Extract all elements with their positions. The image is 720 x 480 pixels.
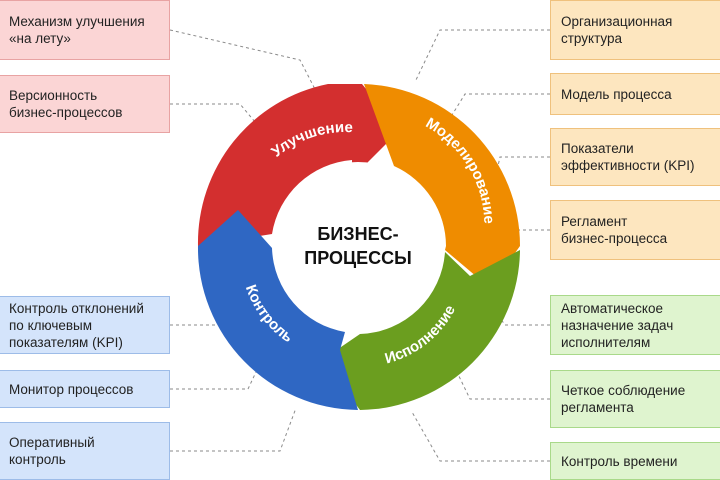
note-modeling-process-model: Модель процесса: [550, 73, 720, 115]
note-modeling-kpi: Показатели эффективности (KPI): [550, 128, 720, 186]
center-title-line2: ПРОЦЕССЫ: [304, 248, 411, 268]
note-control-kpi-deviation: Контроль отклонений по ключевым показате…: [0, 296, 170, 354]
segment-improvement: [197, 84, 400, 246]
connector-execution-1: [497, 314, 550, 326]
connector-improvement-1: [169, 29, 319, 96]
connector-execution-3: [411, 411, 550, 462]
connector-modeling-2: [451, 93, 550, 116]
note-improvement-versioning: Версионность бизнес-процессов: [0, 75, 170, 133]
note-control-process-monitor: Монитор процессов: [0, 370, 170, 408]
connector-modeling-1: [414, 29, 550, 83]
connector-control-2: [170, 371, 257, 390]
note-execution-compliance: Четкое соблюдение регламента: [550, 370, 720, 428]
connector-execution-2: [454, 367, 550, 400]
center-circle: [274, 162, 442, 330]
connector-modeling-3: [495, 156, 550, 176]
note-modeling-regulation: Регламент бизнес-процесса: [550, 200, 720, 260]
note-modeling-org-structure: Организационная структура: [550, 0, 720, 60]
note-improvement-onthefly: Механизм улучшения «на лету»: [0, 0, 170, 60]
center-title-line1: БИЗНЕС-: [317, 224, 398, 244]
segment-control: [197, 210, 358, 410]
segment-modeling: [364, 84, 520, 288]
segment-execution: [322, 250, 520, 410]
note-execution-auto-assign: Автоматическое назначение задач исполнит…: [550, 295, 720, 355]
connector-control-3: [170, 407, 297, 452]
connector-improvement-2: [170, 103, 256, 123]
note-control-operational: Оперативный контроль: [0, 422, 170, 480]
